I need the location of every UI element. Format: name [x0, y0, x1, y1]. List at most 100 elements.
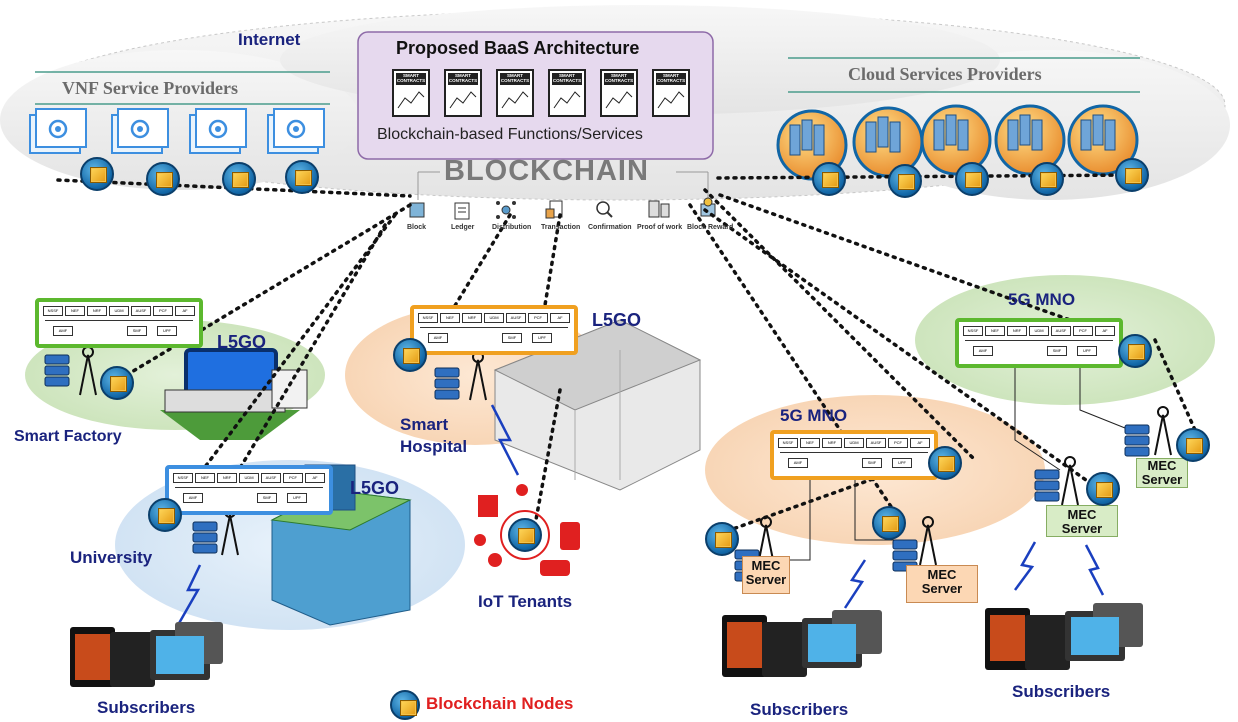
- vnf-server-icon: [111, 108, 169, 154]
- university-label: University: [70, 548, 153, 567]
- device-cluster: [722, 610, 882, 677]
- transaction-feature-icon: [545, 200, 563, 219]
- iot-tenants-cluster: [474, 484, 580, 576]
- blockchain-node-icon: [1030, 162, 1064, 196]
- mec-label-line2: Server: [1141, 472, 1183, 487]
- network-function-cell: NRF: [1007, 326, 1027, 336]
- blockchain-node-icon: [100, 366, 134, 400]
- network-function-cell: UDM: [109, 306, 129, 316]
- block-reward-feature-icon: [700, 197, 716, 217]
- legend-label: Blockchain Nodes: [426, 694, 574, 713]
- network-function-cell: SMF: [1047, 346, 1067, 356]
- network-function-cell: AUSF: [866, 438, 886, 448]
- blockchain-node-icon: [1118, 334, 1152, 368]
- feature-label-proof-of-work: Proof of work: [637, 224, 683, 231]
- network-function-cell: PCF: [153, 306, 173, 316]
- blockchain-node-icon: [1115, 158, 1149, 192]
- blockchain-node-icon: [705, 522, 739, 556]
- network-function-cell: SMF: [257, 493, 277, 503]
- network-function-cell: NSSF: [173, 473, 193, 483]
- network-function-cell: NRF: [462, 313, 482, 323]
- smart-contract-icons: [392, 69, 690, 117]
- car-icon: [540, 560, 570, 576]
- lightning-icon: [176, 564, 202, 626]
- smart-contract-text: SMART: [507, 73, 523, 78]
- vnf-server-icon: [189, 108, 247, 154]
- server-icon: [478, 495, 498, 517]
- smart-hospital-label: Smart Hospital: [400, 414, 467, 458]
- smart-contract-text: CONTRACTS: [397, 78, 425, 83]
- feature-label-ledger: Ledger: [451, 224, 475, 231]
- smart-contract-text: CONTRACTS: [449, 78, 477, 83]
- network-function-cell: AUSF: [131, 306, 151, 316]
- smart-contract-icon: [600, 69, 638, 117]
- lightning-icon: [490, 404, 520, 476]
- blockchain-node-icon: [928, 446, 962, 480]
- smart-contract-text: SMART: [403, 73, 419, 78]
- subscribers-label-left: Subscribers: [97, 698, 196, 717]
- device-cluster: [985, 603, 1143, 670]
- network-function-cell: NSSF: [778, 438, 798, 448]
- network-function-cell: AF: [550, 313, 570, 323]
- service-bus-line: [965, 340, 1113, 341]
- network-function-cell: NEF: [65, 306, 85, 316]
- blockchain-node-icon: [222, 162, 256, 196]
- baas-box: [357, 31, 714, 160]
- blockchain-node-icon: [955, 162, 989, 196]
- smart-hospital-label-line1: Smart: [400, 415, 449, 434]
- network-function-cell: UPF: [157, 326, 177, 336]
- blockchain-feature-bar: [409, 171, 716, 220]
- iot-tenants-label: IoT Tenants: [478, 592, 573, 611]
- baas-services-label: Blockchain-based Functions/Services: [377, 126, 643, 143]
- smart-contract-text: CONTRACTS: [605, 78, 633, 83]
- baas-title: Proposed BaaS Architecture: [396, 38, 640, 58]
- feature-label-distribution: Distribution: [492, 224, 532, 231]
- subscribers-label-right: Subscribers: [1012, 682, 1111, 701]
- network-function-cell: SMF: [502, 333, 522, 343]
- cell-tower-icon: [919, 516, 937, 566]
- smart-contract-icon: [548, 69, 586, 117]
- network-function-cell: SMF: [127, 326, 147, 336]
- smart-contract-text: SMART: [663, 73, 679, 78]
- smart-contract-text: CONTRACTS: [501, 78, 529, 83]
- cloud-icon: [516, 484, 528, 496]
- blockchain-node-icon: [285, 160, 319, 194]
- network-function-cell: PCF: [888, 438, 908, 448]
- network-function-cell: NRF: [87, 306, 107, 316]
- device-cluster: [70, 622, 223, 687]
- blockchain-node-icon: [872, 506, 906, 540]
- mec-label-line2: Server: [1061, 521, 1103, 536]
- network-function-cell: AMF: [428, 333, 448, 343]
- server-stack-icon: [434, 367, 460, 400]
- network-function-cell: AF: [305, 473, 325, 483]
- network-function-cell: AF: [910, 438, 930, 448]
- blockchain-node-icon: [80, 157, 114, 191]
- network-function-cell: AUSF: [506, 313, 526, 323]
- network-function-cell: AMF: [183, 493, 203, 503]
- network-function-cell: NEF: [440, 313, 460, 323]
- server-stack-icon: [1124, 424, 1150, 457]
- mec-label-line1: MEC: [1067, 507, 1097, 522]
- network-function-cell: SMF: [862, 458, 882, 468]
- subscriber-devices: [70, 603, 1143, 687]
- network-function-cell: UDM: [484, 313, 504, 323]
- ledger-feature-icon: [454, 202, 470, 220]
- vnf-server-icon: [29, 108, 87, 154]
- smart-contract-icon: [392, 69, 430, 117]
- feature-label-block-reward: Block Reward: [687, 224, 734, 231]
- mec-label-line2: Server: [745, 572, 787, 587]
- blockchain-node-icon: [888, 164, 922, 198]
- network-function-cell: AMF: [788, 458, 808, 468]
- server-stack-icon: [892, 539, 918, 572]
- cell-tower-icon: [757, 516, 775, 566]
- smart-factory-label: Smart Factory: [14, 428, 122, 445]
- smart-hospital-label-line2: Hospital: [400, 437, 468, 456]
- distribution-feature-icon: [496, 201, 516, 219]
- smart-contract-icon: [496, 69, 534, 117]
